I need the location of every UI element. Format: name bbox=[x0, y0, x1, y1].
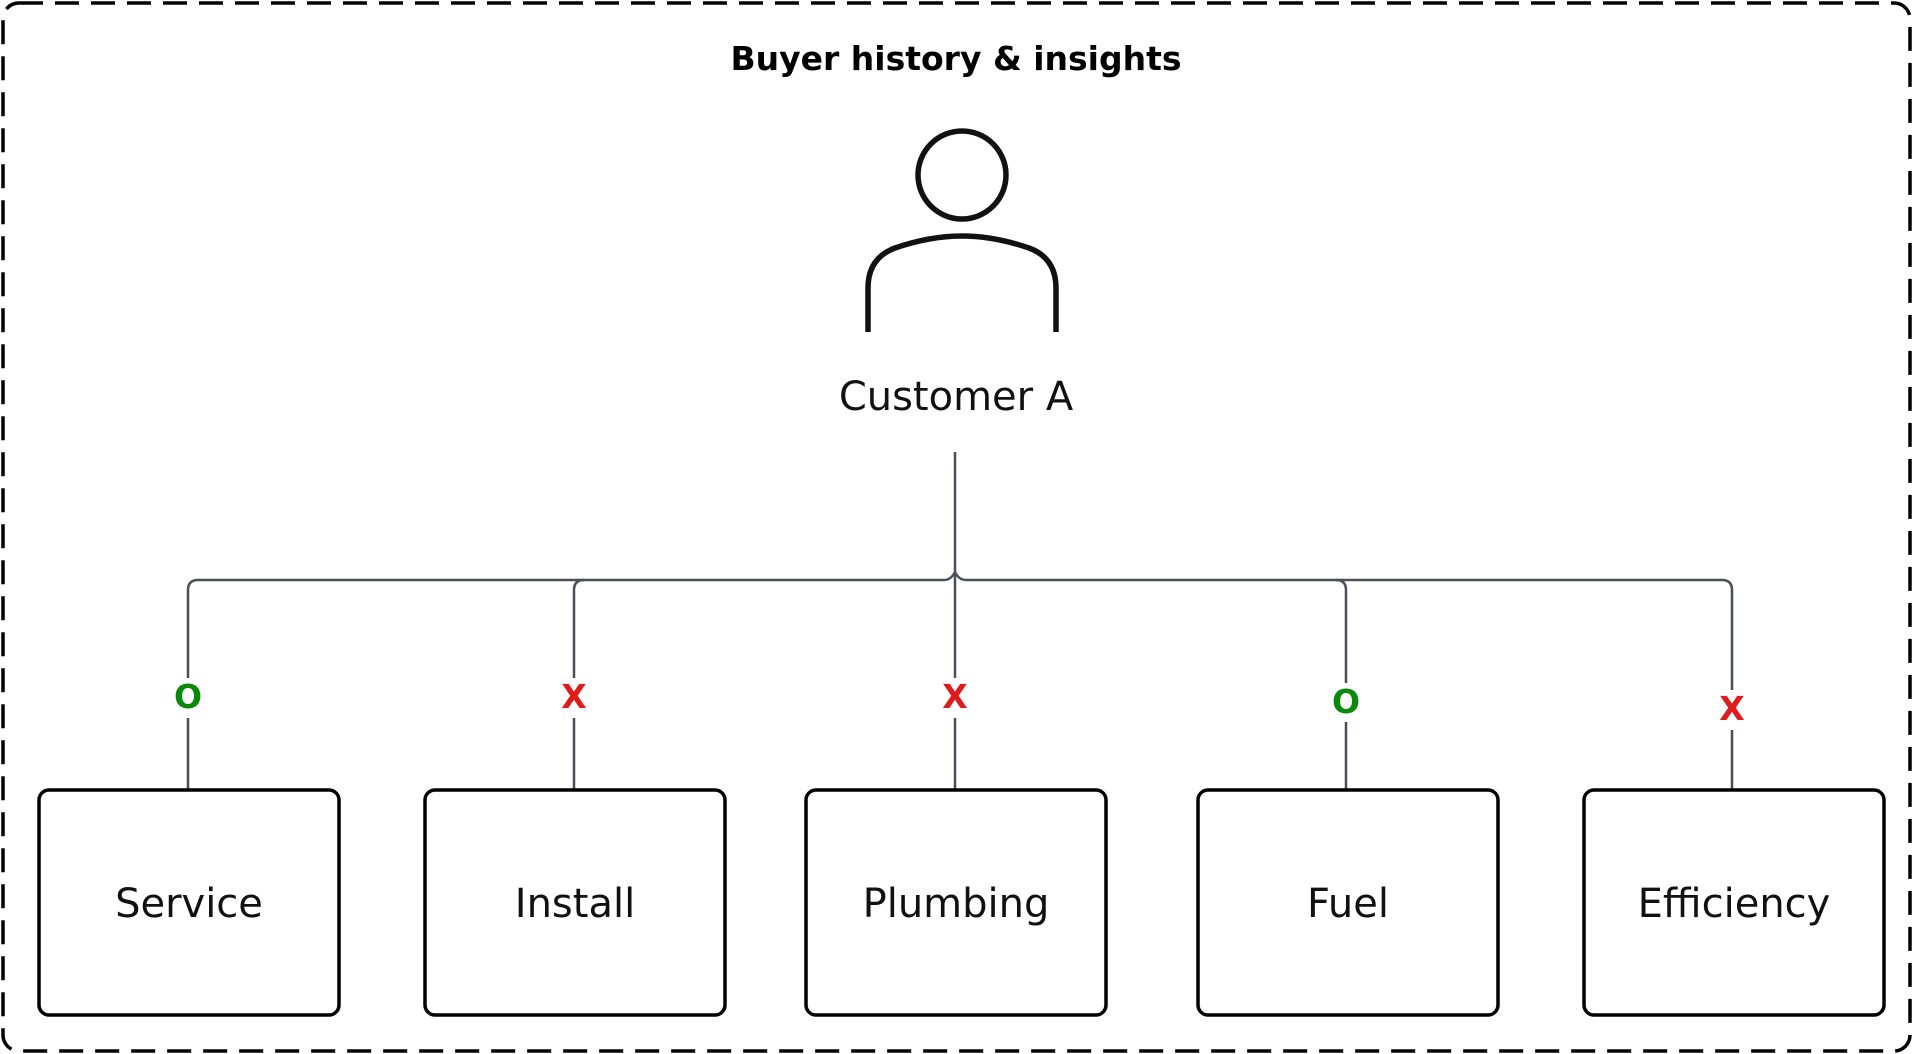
customer-label: Customer A bbox=[839, 374, 1074, 420]
status-mark-fuel: O bbox=[1332, 682, 1360, 721]
category-box-install: Install bbox=[423, 788, 727, 1017]
diagram-title: Buyer history & insights bbox=[730, 39, 1181, 78]
status-mark-plumbing: X bbox=[942, 677, 967, 716]
category-label-efficiency: Efficiency bbox=[1638, 881, 1831, 927]
category-box-efficiency: Efficiency bbox=[1582, 788, 1886, 1017]
category-label-fuel: Fuel bbox=[1307, 881, 1389, 927]
status-mark-efficiency: X bbox=[1719, 689, 1744, 728]
category-box-fuel: Fuel bbox=[1196, 788, 1500, 1017]
connector-lines bbox=[186, 452, 1734, 790]
category-label-install: Install bbox=[515, 881, 635, 927]
person-icon bbox=[865, 128, 1059, 332]
category-label-service: Service bbox=[115, 881, 263, 927]
status-mark-install: X bbox=[561, 677, 586, 716]
status-mark-service: O bbox=[174, 677, 202, 716]
category-box-plumbing: Plumbing bbox=[804, 788, 1108, 1017]
category-box-service: Service bbox=[37, 788, 341, 1017]
category-label-plumbing: Plumbing bbox=[863, 881, 1050, 927]
